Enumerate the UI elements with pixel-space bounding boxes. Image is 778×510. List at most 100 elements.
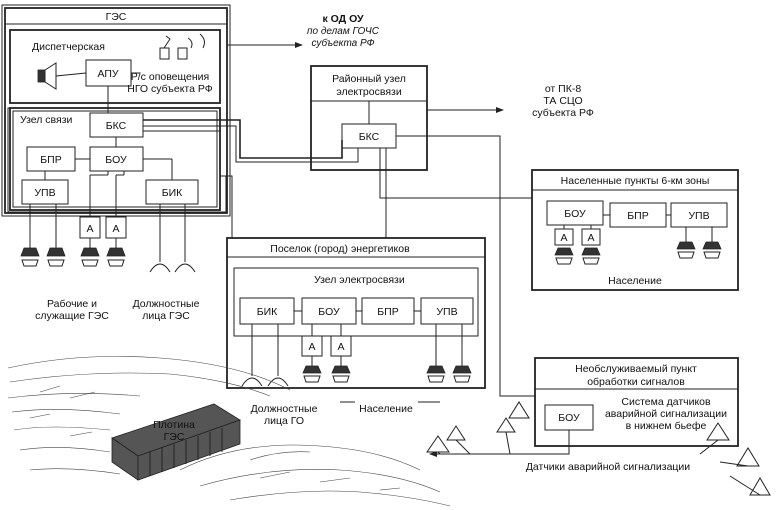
hpp-workers-line1: Рабочие и (47, 298, 97, 310)
village-a2-label: А (337, 341, 344, 353)
hpp-amplifiers: А А (79, 216, 127, 248)
from-pk-line3: субъекта РФ (532, 107, 594, 119)
to-od-line3: субъекта РФ (311, 37, 374, 49)
dispatch-room: Диспетчерская АПУ Р/с оповещения НГО суб… (9, 29, 221, 104)
unattended-title-line2: обработки сигналов (587, 376, 685, 388)
speaker-icon (20, 247, 40, 267)
village-upv-label: УПВ (436, 306, 457, 318)
to-od-line2: по делам ГОЧС (307, 26, 380, 37)
radio-label-line2: НГО субъекта РФ (127, 83, 212, 95)
hub-bpr-box (26, 146, 76, 172)
zone-upv-label: УПВ (688, 210, 709, 222)
village-officials-line2: лица ГО (264, 415, 304, 427)
village-population: Население (359, 403, 413, 415)
village-upv-box (420, 297, 474, 325)
sensor-icon (496, 417, 516, 433)
district-title-line2: электросвязи (336, 86, 402, 98)
district-bks-label: БКС (359, 131, 380, 143)
hub-bks-label: БКС (106, 120, 127, 132)
zone-title: Населенные пункты 6-км зоны (561, 175, 710, 187)
village-bou-label: БОУ (318, 306, 340, 318)
dam-label-line1: Плотина (153, 419, 195, 431)
hpp-loudspeakers (20, 204, 126, 267)
speaker-icon (676, 241, 696, 259)
hub-a1-label: А (86, 223, 93, 235)
village-title: Поселок (город) энергетиков (270, 243, 410, 255)
sensor-icon (749, 477, 771, 496)
alarm-sensors (426, 401, 771, 496)
hub-bpr-label: БПР (40, 154, 61, 166)
telephone-icon (149, 263, 171, 273)
sensor-icon (426, 435, 450, 453)
village-bou-box (301, 297, 357, 325)
unattended-sys-line2: аварийной сигнализации (605, 408, 727, 420)
zone-bou-box (546, 200, 604, 226)
speaker-icon (554, 247, 574, 265)
hub-title: Узел связи (20, 114, 73, 126)
to-od-line1: к ОД ОУ (322, 13, 364, 25)
sensor-icon (446, 425, 466, 441)
village-hub-title: Узел электросвязи (314, 274, 405, 286)
hub-bik-label: БИК (162, 187, 183, 199)
hpp-officials-line1: Должностные (133, 298, 200, 310)
zone-a2-label: А (587, 232, 594, 244)
unattended-title-line1: Необслуживаемый пункт (575, 363, 697, 375)
apu-label: АПУ (97, 68, 118, 80)
village-bik-label: БИК (257, 306, 278, 318)
village-bpr-label: БПР (377, 306, 398, 318)
apu-box (85, 59, 132, 87)
hpp-telephones (149, 204, 196, 273)
dam: Плотина ГЭС (111, 403, 241, 481)
telephone-icon (174, 263, 196, 273)
speaker-icon (331, 365, 351, 383)
village-officials-line1: Должностные (251, 403, 318, 415)
sensor-icon (508, 401, 530, 419)
hub-a2-label: А (112, 223, 119, 235)
radio-antenna-icon (159, 33, 205, 60)
zone-population: Население (608, 275, 662, 287)
hpp-workers-line2: служащие ГЭС (35, 310, 109, 322)
sensors-label: Датчики аварийной сигнализации (526, 461, 690, 473)
hub-upv-label: УПВ (34, 187, 55, 199)
village-a1-label: А (308, 341, 315, 353)
terrain (7, 356, 451, 507)
zone-bou-label: БОУ (564, 208, 586, 220)
hpp-officials-line2: лица ГЭС (142, 310, 190, 322)
village-block: Поселок (город) энергетиков Узел электро… (226, 237, 486, 389)
hpp-title: ГЭС (106, 11, 127, 23)
from-pk-line1: от ПК-8 (545, 83, 581, 95)
speaker-icon (106, 247, 126, 267)
unattended-sys-line1: Система датчиков (621, 396, 711, 408)
hub-upv-box (21, 179, 69, 205)
zone-a1-label: А (560, 232, 567, 244)
hub-bik-box (145, 179, 199, 205)
zone-bpr-box (609, 202, 667, 228)
speaker-icon (302, 365, 322, 383)
district-title-line1: Районный узел (332, 73, 406, 85)
speaker-icon (426, 365, 446, 383)
zone-upv-box (670, 202, 728, 228)
dispatch-title: Диспетчерская (32, 41, 105, 53)
telephone-icon (267, 377, 289, 387)
zone-block: Населенные пункты 6-км зоны БОУ БПР УПВ … (531, 169, 739, 291)
from-pk-line2: ТА СЦО (543, 95, 582, 107)
speaker-icon (80, 247, 100, 267)
village-bpr-box (361, 297, 415, 325)
sensor-icon (736, 447, 760, 467)
unattended-bou-box (544, 404, 594, 431)
unattended-sys-line3: в нижнем бьефе (626, 420, 707, 432)
dam-label-line2: ГЭС (164, 431, 185, 443)
telephone-icon (241, 377, 263, 387)
loudspeaker-icon (37, 62, 87, 90)
zone-bpr-label: БПР (627, 210, 648, 222)
radio-label-line1: Р/с оповещения (131, 71, 209, 83)
unattended-bou-label: БОУ (558, 412, 580, 424)
communication-hub: Узел связи БКС БПР БОУ УПВ БИК (9, 107, 221, 217)
speaker-icon (46, 247, 66, 267)
hub-bou-label: БОУ (105, 154, 127, 166)
speaker-icon (452, 365, 472, 383)
speaker-icon (581, 247, 601, 265)
unattended-point: Необслуживаемый пункт обработки сигналов… (534, 357, 739, 447)
speaker-icon (702, 241, 722, 259)
